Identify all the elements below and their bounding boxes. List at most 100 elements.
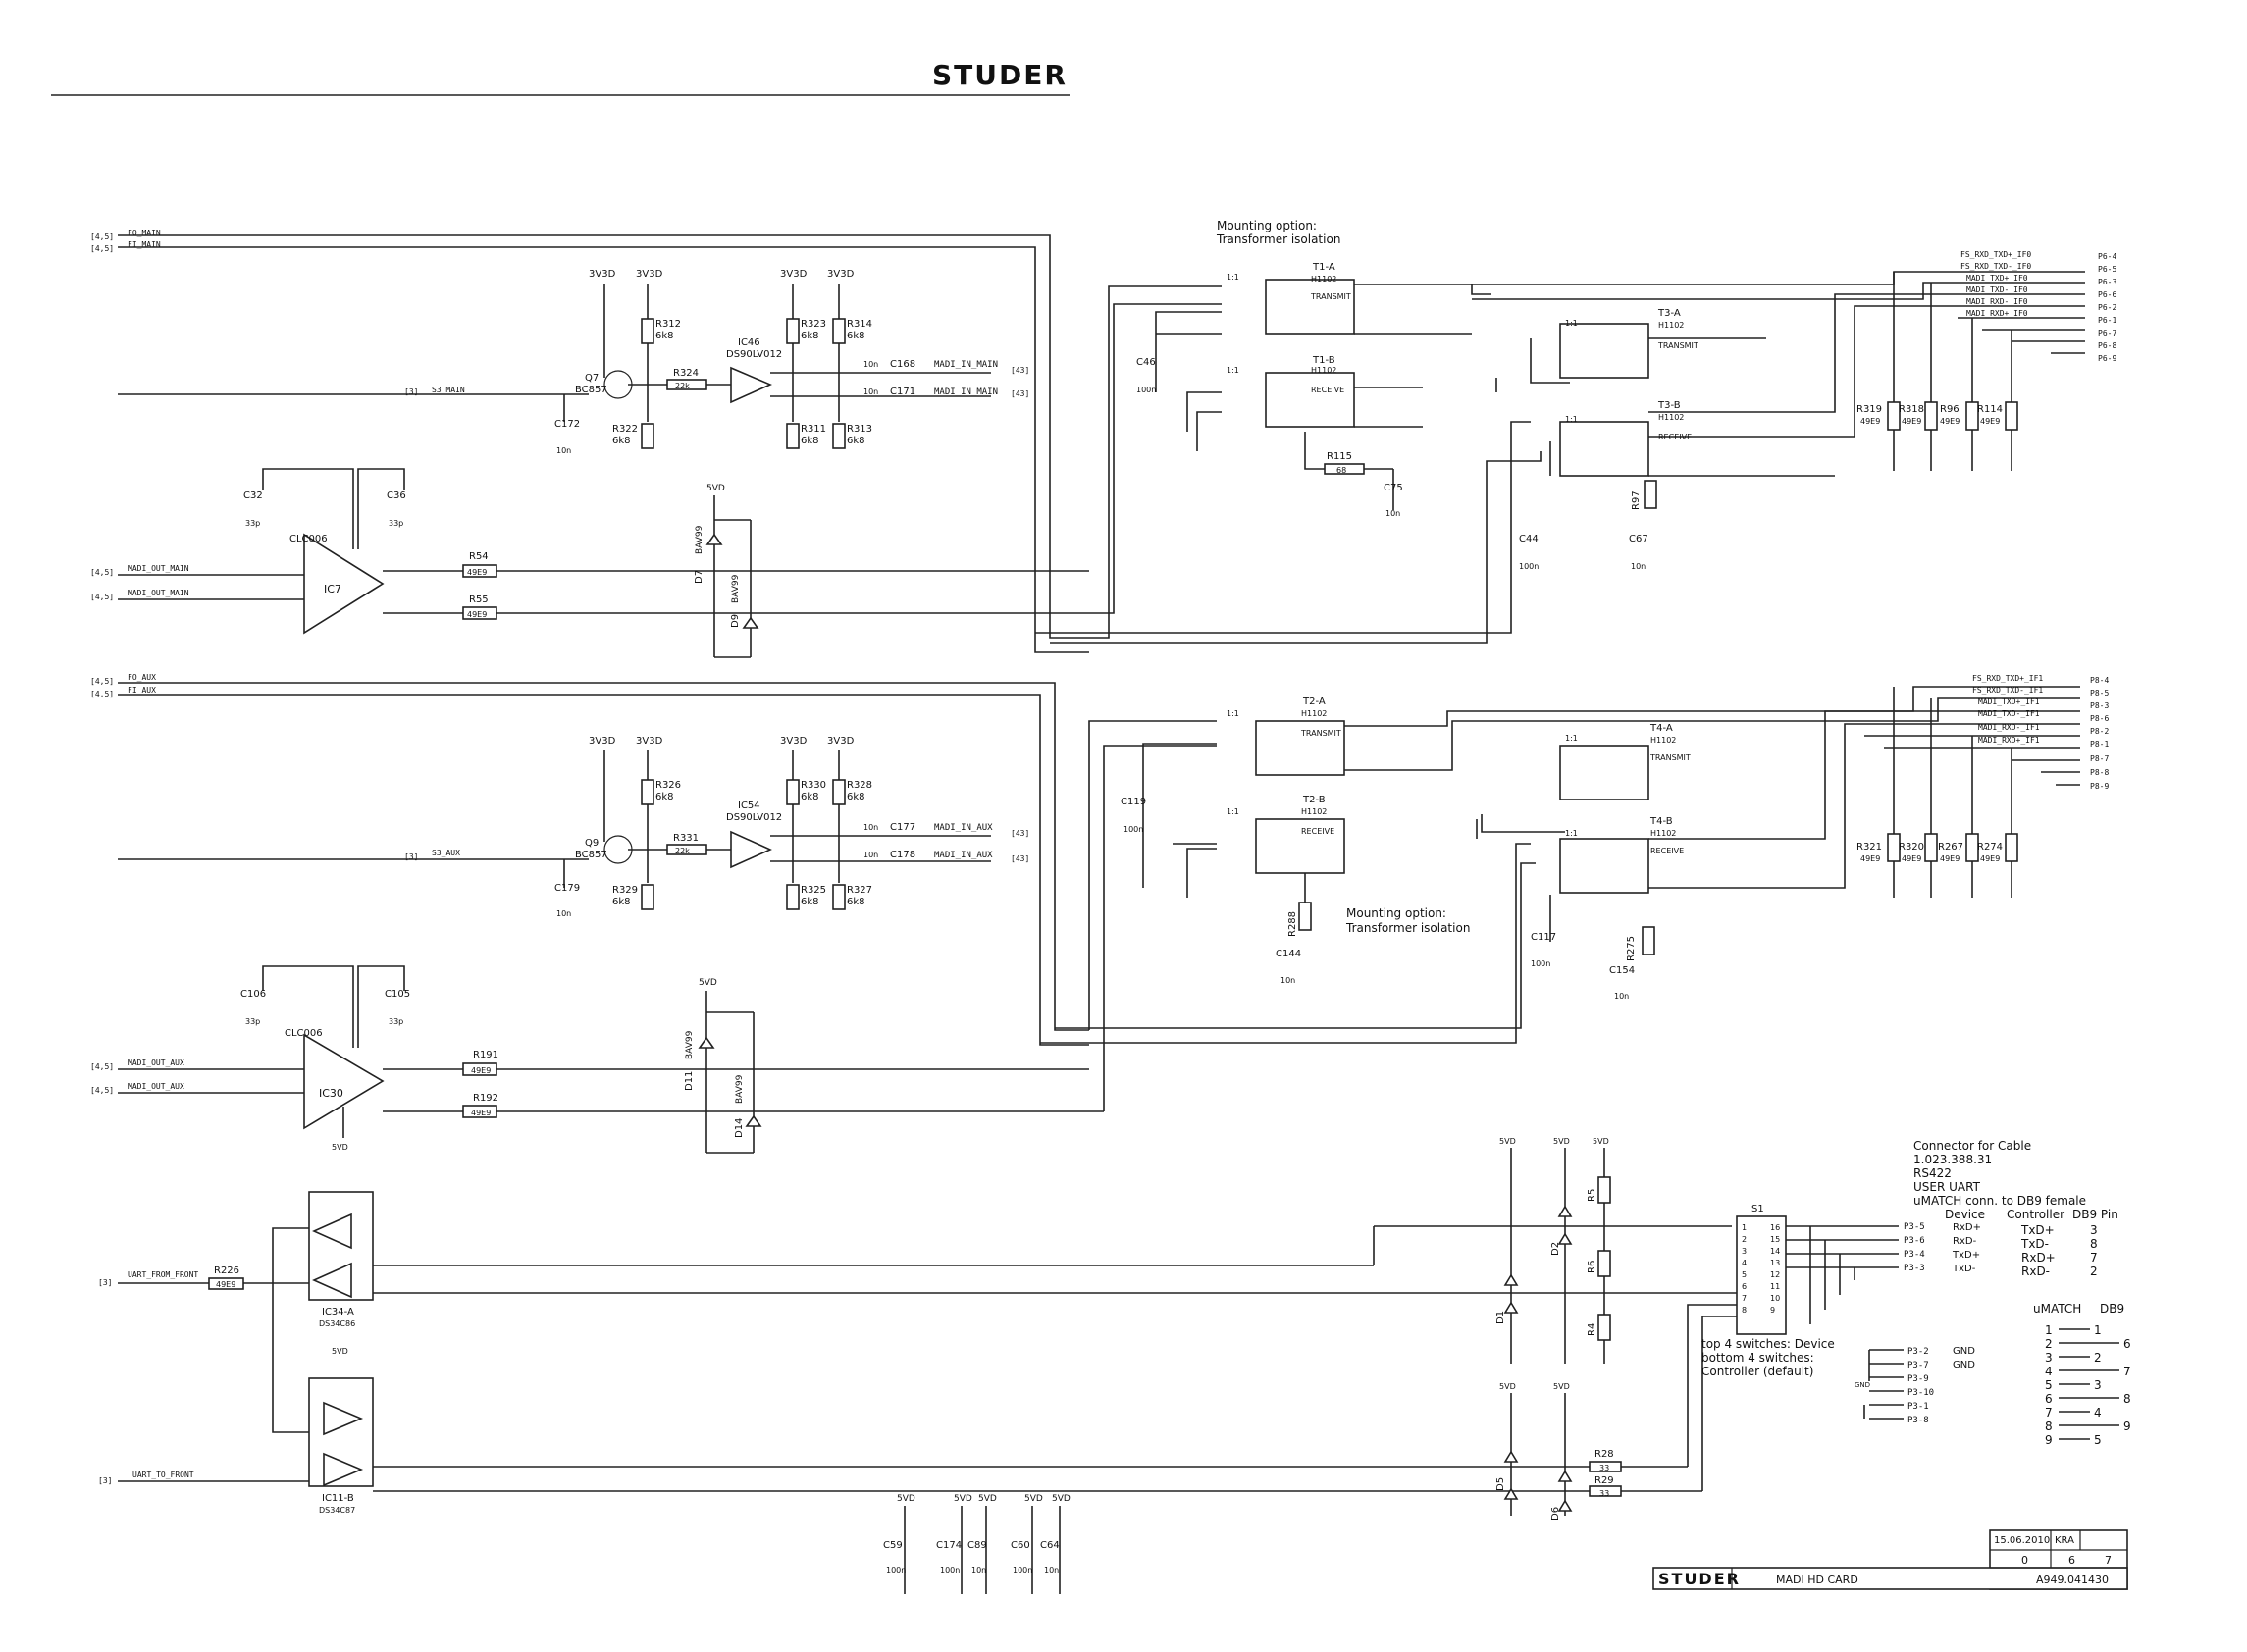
svg-text:RECEIVE: RECEIVE bbox=[1301, 827, 1334, 836]
left-ports-main: [4,5] [4,5] FO_MAIN FI_MAIN [3] S3_MAIN … bbox=[90, 229, 465, 601]
svg-text:D14: D14 bbox=[734, 1118, 745, 1138]
svg-text:P8-2: P8-2 bbox=[2090, 727, 2109, 736]
svg-text:C60: C60 bbox=[1011, 1540, 1030, 1551]
svg-text:RS422: RS422 bbox=[1913, 1166, 1952, 1180]
svg-text:10n: 10n bbox=[1044, 1566, 1059, 1575]
svg-text:3V3D: 3V3D bbox=[636, 736, 663, 747]
svg-text:P6-7: P6-7 bbox=[2098, 329, 2116, 337]
svg-text:RECEIVE: RECEIVE bbox=[1650, 847, 1684, 855]
svg-text:22k: 22k bbox=[675, 382, 690, 390]
svg-text:TRANSMIT: TRANSMIT bbox=[1649, 753, 1691, 762]
svg-text:6k8: 6k8 bbox=[801, 436, 819, 446]
svg-text:H1102: H1102 bbox=[1658, 321, 1684, 330]
svg-text:P3-2: P3-2 bbox=[1907, 1347, 1929, 1357]
title-block: 15.06.2010 KRA 0 6 7 STUDER MADI HD CARD… bbox=[1652, 1529, 2128, 1590]
svg-text:R312: R312 bbox=[655, 319, 681, 330]
svg-text:BAV99: BAV99 bbox=[735, 1074, 745, 1104]
svg-text:C36: C36 bbox=[387, 490, 406, 501]
svg-text:MADI_RXD-_IF0: MADI_RXD-_IF0 bbox=[1966, 297, 2028, 306]
header-logo: STUDER bbox=[932, 59, 1068, 91]
svg-text:RxD-: RxD- bbox=[2021, 1265, 2050, 1278]
svg-text:T2-B: T2-B bbox=[1302, 795, 1326, 805]
svg-text:TRANSMIT: TRANSMIT bbox=[1310, 292, 1351, 301]
port-fi-aux: FI_AUX bbox=[128, 686, 156, 695]
svg-text:R319: R319 bbox=[1856, 404, 1882, 415]
svg-text:7: 7 bbox=[1742, 1294, 1747, 1303]
svg-text:P3-4: P3-4 bbox=[1904, 1250, 1925, 1260]
svg-text:H1102: H1102 bbox=[1311, 275, 1336, 284]
svg-text:MADI_IN_MAIN: MADI_IN_MAIN bbox=[934, 387, 998, 397]
svg-text:49E9: 49E9 bbox=[467, 568, 487, 577]
svg-text:[4,5]: [4,5] bbox=[90, 232, 114, 241]
svg-text:C89: C89 bbox=[967, 1540, 987, 1551]
svg-text:33p: 33p bbox=[389, 519, 403, 528]
svg-text:GND: GND bbox=[1953, 1346, 1975, 1357]
svg-text:P3-9: P3-9 bbox=[1907, 1374, 1929, 1384]
svg-text:49E9: 49E9 bbox=[1980, 417, 2000, 426]
svg-text:5VD: 5VD bbox=[1052, 1494, 1071, 1504]
svg-text:49E9: 49E9 bbox=[1860, 417, 1880, 426]
tb-docno: A949.041430 bbox=[2036, 1574, 2109, 1586]
svg-text:C106: C106 bbox=[240, 989, 266, 1000]
svg-text:P3-7: P3-7 bbox=[1907, 1361, 1929, 1370]
svg-text:5VD: 5VD bbox=[978, 1494, 997, 1504]
svg-text:TxD-: TxD- bbox=[2020, 1237, 2049, 1251]
svg-text:3: 3 bbox=[1742, 1247, 1747, 1256]
svg-text:bottom 4 switches:: bottom 4 switches: bbox=[1701, 1351, 1814, 1365]
svg-text:[43]: [43] bbox=[1011, 366, 1029, 375]
svg-text:14: 14 bbox=[1770, 1247, 1780, 1256]
svg-text:49E9: 49E9 bbox=[471, 1109, 491, 1117]
svg-text:[43]: [43] bbox=[1011, 854, 1029, 863]
svg-text:[4,5]: [4,5] bbox=[90, 593, 114, 601]
port-madi-out-main: MADI_OUT_MAIN bbox=[128, 564, 189, 573]
svg-text:5VD: 5VD bbox=[1024, 1494, 1043, 1504]
svg-text:DS34C87: DS34C87 bbox=[319, 1506, 355, 1515]
svg-text:7: 7 bbox=[2045, 1406, 2053, 1420]
svg-text:R191: R191 bbox=[473, 1050, 498, 1060]
svg-text:DS90LV012: DS90LV012 bbox=[726, 812, 782, 823]
svg-text:R328: R328 bbox=[847, 780, 872, 791]
svg-text:P8-1: P8-1 bbox=[2090, 740, 2109, 749]
svg-text:[4,5]: [4,5] bbox=[90, 244, 114, 253]
svg-text:DS34C86: DS34C86 bbox=[319, 1319, 355, 1328]
svg-text:MADI_IN_AUX: MADI_IN_AUX bbox=[934, 851, 993, 860]
svg-text:5VD: 5VD bbox=[1499, 1137, 1516, 1146]
svg-text:GND: GND bbox=[1855, 1381, 1870, 1389]
svg-text:6k8: 6k8 bbox=[847, 792, 865, 802]
svg-text:3V3D: 3V3D bbox=[780, 269, 808, 280]
svg-text:BAV99: BAV99 bbox=[695, 525, 705, 554]
svg-text:9: 9 bbox=[2045, 1433, 2053, 1447]
svg-text:T3-B: T3-B bbox=[1657, 400, 1681, 411]
svg-text:MADI_RXD+_IF0: MADI_RXD+_IF0 bbox=[1966, 309, 2028, 318]
svg-text:R97: R97 bbox=[1631, 490, 1642, 510]
svg-text:10n: 10n bbox=[1631, 562, 1646, 571]
svg-text:H1102: H1102 bbox=[1650, 736, 1676, 745]
decoupling-caps: 5VD 5VD 5VD 5VD 5VD C59 C174 C89 C60 C64… bbox=[883, 1494, 1071, 1594]
svg-text:1:1: 1:1 bbox=[1565, 415, 1578, 424]
svg-text:USER UART: USER UART bbox=[1913, 1180, 1981, 1194]
svg-text:R329: R329 bbox=[612, 885, 638, 896]
svg-text:R4: R4 bbox=[1587, 1323, 1597, 1336]
svg-text:BC857: BC857 bbox=[575, 850, 607, 860]
svg-text:R320: R320 bbox=[1899, 842, 1924, 852]
svg-text:C119: C119 bbox=[1121, 797, 1146, 807]
svg-text:C177: C177 bbox=[890, 822, 915, 833]
svg-text:RxD+: RxD+ bbox=[2021, 1251, 2056, 1265]
svg-text:TxD+: TxD+ bbox=[2020, 1223, 2055, 1237]
svg-text:R114: R114 bbox=[1977, 404, 2003, 415]
svg-text:top 4 switches: Device: top 4 switches: Device bbox=[1701, 1337, 1835, 1351]
svg-text:5VD: 5VD bbox=[897, 1494, 915, 1504]
svg-text:C174: C174 bbox=[936, 1540, 962, 1551]
svg-text:3V3D: 3V3D bbox=[827, 269, 855, 280]
svg-text:P8-7: P8-7 bbox=[2090, 754, 2109, 763]
svg-text:P8-5: P8-5 bbox=[2090, 689, 2109, 697]
svg-text:8: 8 bbox=[2090, 1237, 2098, 1251]
port-s3-aux: S3_AUX bbox=[432, 849, 460, 857]
svg-text:IC34-A: IC34-A bbox=[322, 1307, 354, 1317]
svg-text:4: 4 bbox=[2094, 1406, 2102, 1420]
svg-text:TxD+: TxD+ bbox=[1952, 1250, 1980, 1261]
svg-text:C67: C67 bbox=[1629, 534, 1648, 544]
svg-text:1:1: 1:1 bbox=[1565, 734, 1578, 743]
